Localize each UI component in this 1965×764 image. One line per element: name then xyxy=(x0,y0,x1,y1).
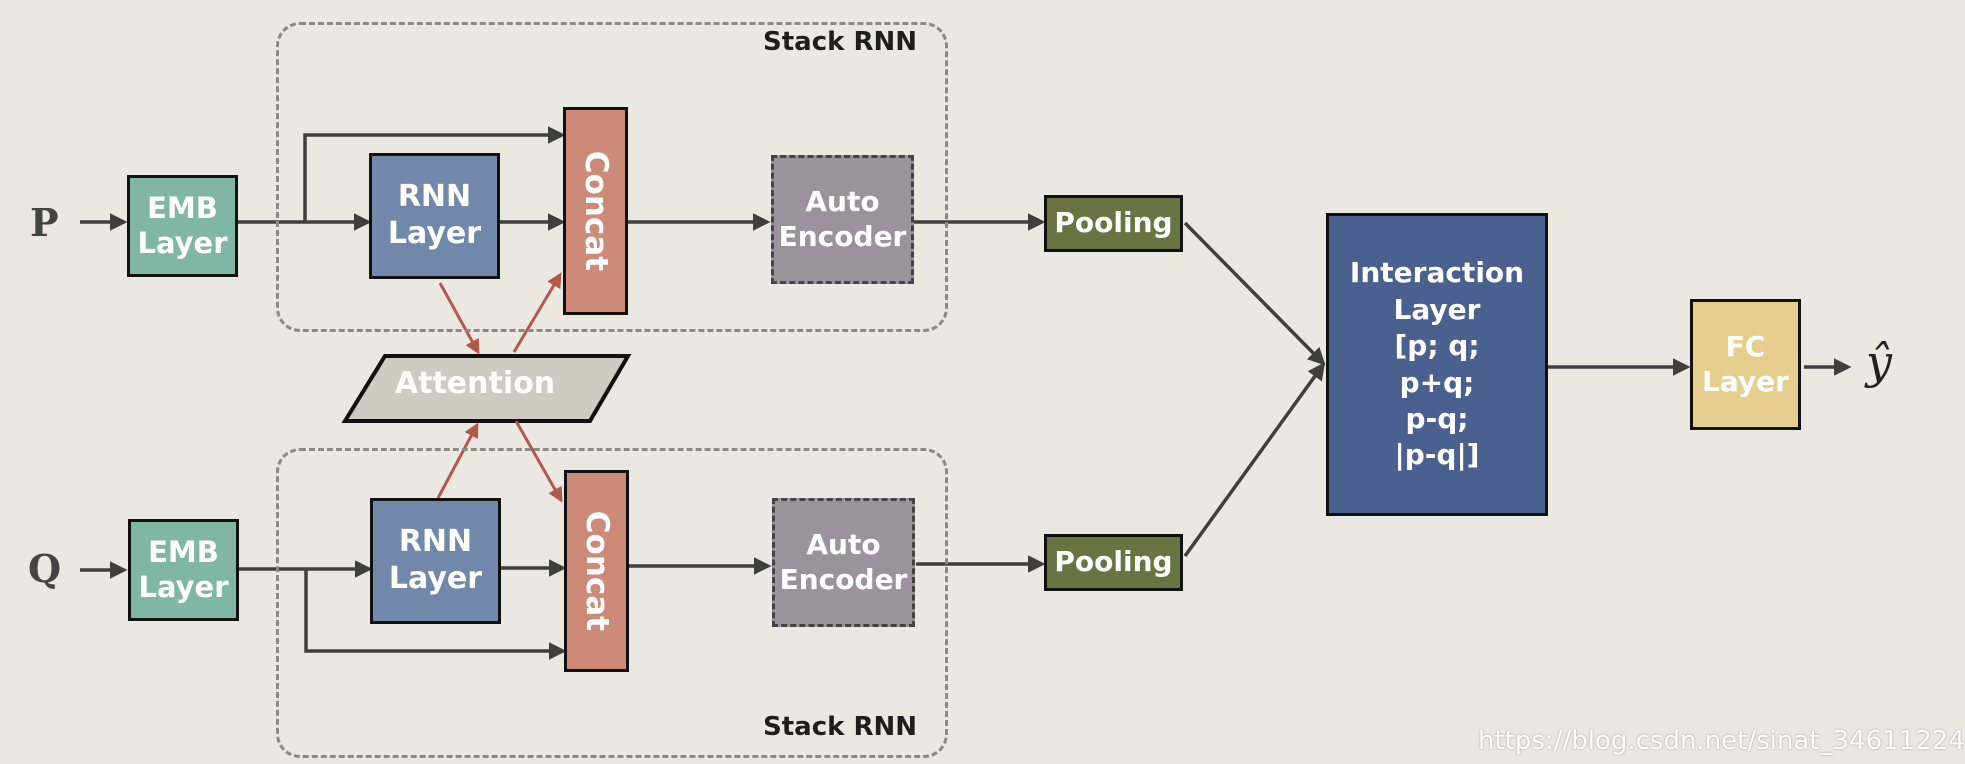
stack-rnn-group-bottom xyxy=(276,448,948,758)
attention-label: Attention xyxy=(394,366,556,401)
attn-arrow-attention-to-concat-bottom xyxy=(514,420,563,503)
attention-node-shape xyxy=(341,354,632,423)
stack-rnn-label-bottom: Stack RNN xyxy=(763,712,917,742)
arrow-pool-bottom-to-interaction xyxy=(1183,362,1326,558)
watermark-url: https://blog.csdn.net/sinat_34611224 xyxy=(1478,726,1965,756)
concat-bottom: Concat xyxy=(564,470,629,672)
arrow-skip-to-concat-top xyxy=(303,126,566,222)
emb-layer-top: EMB Layer xyxy=(127,175,238,277)
pooling-top: Pooling xyxy=(1044,195,1183,252)
auto-encoder-top: Auto Encoder xyxy=(771,155,914,284)
auto-encoder-bottom: Auto Encoder xyxy=(772,498,915,627)
output-y-hat-label: ŷ xyxy=(1866,335,1892,389)
arrow-pool-top-to-interaction xyxy=(1183,221,1326,366)
connector-layer xyxy=(80,126,1852,660)
interaction-layer: Interaction Layer [p; q; p+q; p-q; |p-q|… xyxy=(1326,213,1548,516)
arrow-skip-to-concat-bottom xyxy=(304,569,567,660)
input-p-label: P xyxy=(30,200,59,245)
attn-arrow-rnn-top-to-attention xyxy=(438,282,480,355)
attn-arrow-rnn-bottom-to-attention xyxy=(436,422,479,499)
attn-arrow-attention-to-concat-top xyxy=(512,272,562,353)
rnn-layer-top: RNN Layer xyxy=(369,153,500,279)
input-q-label: Q xyxy=(28,546,62,591)
pooling-bottom: Pooling xyxy=(1044,534,1183,591)
stack-rnn-label-top: Stack RNN xyxy=(763,27,917,57)
concat-bottom-label: Concat xyxy=(579,510,616,632)
fc-layer: FC Layer xyxy=(1690,299,1801,430)
concat-top-label: Concat xyxy=(578,150,615,272)
emb-layer-bottom: EMB Layer xyxy=(128,519,239,621)
stack-rnn-group-top xyxy=(276,22,948,332)
rnn-layer-bottom: RNN Layer xyxy=(370,498,501,624)
model-architecture-diagram: Stack RNN Stack RNN P Q EMB Layer RNN La… xyxy=(28,22,1965,758)
concat-top: Concat xyxy=(563,107,628,315)
